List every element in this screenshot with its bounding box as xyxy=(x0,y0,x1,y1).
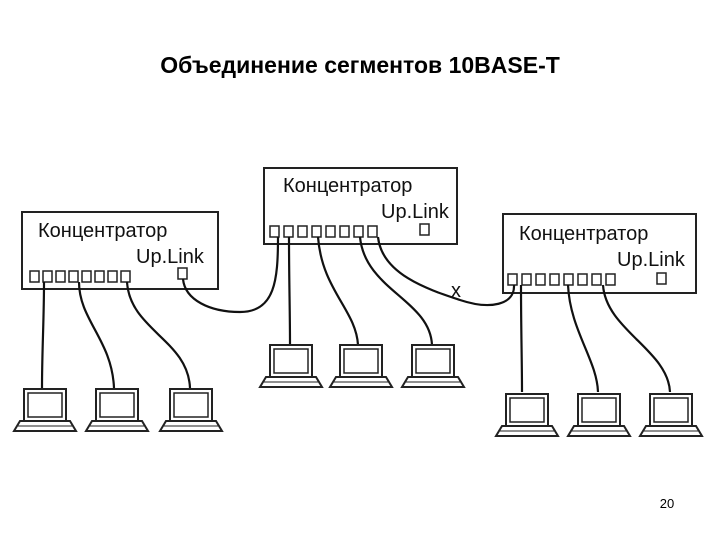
hub-left: Концентратор Up.Link xyxy=(21,211,219,290)
cable-left-3 xyxy=(125,281,192,389)
cable-left-1 xyxy=(40,281,46,389)
hub-left-label: Концентратор xyxy=(38,220,167,242)
computer-icon xyxy=(85,388,149,432)
computer-icon xyxy=(495,393,559,437)
page-number: 20 xyxy=(659,496,675,511)
hub-left-uplink-port xyxy=(177,267,188,280)
computer-icon xyxy=(259,344,323,388)
computer-icon xyxy=(401,344,465,388)
hub-center-uplink-label: Up.Link xyxy=(381,201,450,223)
cable-right-2 xyxy=(566,284,600,393)
cable-right-3 xyxy=(601,284,672,393)
hub-right-uplink-label: Up.Link xyxy=(617,249,686,271)
computer-icon xyxy=(13,388,77,432)
cable-center-1 xyxy=(287,236,292,346)
cable-right-1 xyxy=(519,284,524,393)
hub-center: Концентратор Up.Link xyxy=(263,167,458,245)
slide-title: Объединение сегментов 10BASE-T xyxy=(160,52,560,78)
hub-center-label: Концентратор xyxy=(283,175,412,197)
hub-right-uplink-port xyxy=(656,272,667,285)
computer-icon xyxy=(159,388,223,432)
cables xyxy=(40,236,672,393)
hub-right-label: Концентратор xyxy=(519,223,648,245)
cable-crossover xyxy=(376,236,516,307)
cable-center-2 xyxy=(316,236,360,346)
computer-icon xyxy=(567,393,631,437)
cable-uplink-left-center xyxy=(181,236,280,314)
crossover-label: x xyxy=(451,280,461,302)
hub-left-uplink-label: Up.Link xyxy=(136,246,205,268)
cable-left-2 xyxy=(77,281,116,389)
computer-icon xyxy=(639,393,703,437)
cable-center-3 xyxy=(358,236,434,346)
computer-icon xyxy=(329,344,393,388)
hub-right: Концентратор Up.Link xyxy=(502,213,697,294)
hub-center-uplink-port xyxy=(419,223,430,236)
